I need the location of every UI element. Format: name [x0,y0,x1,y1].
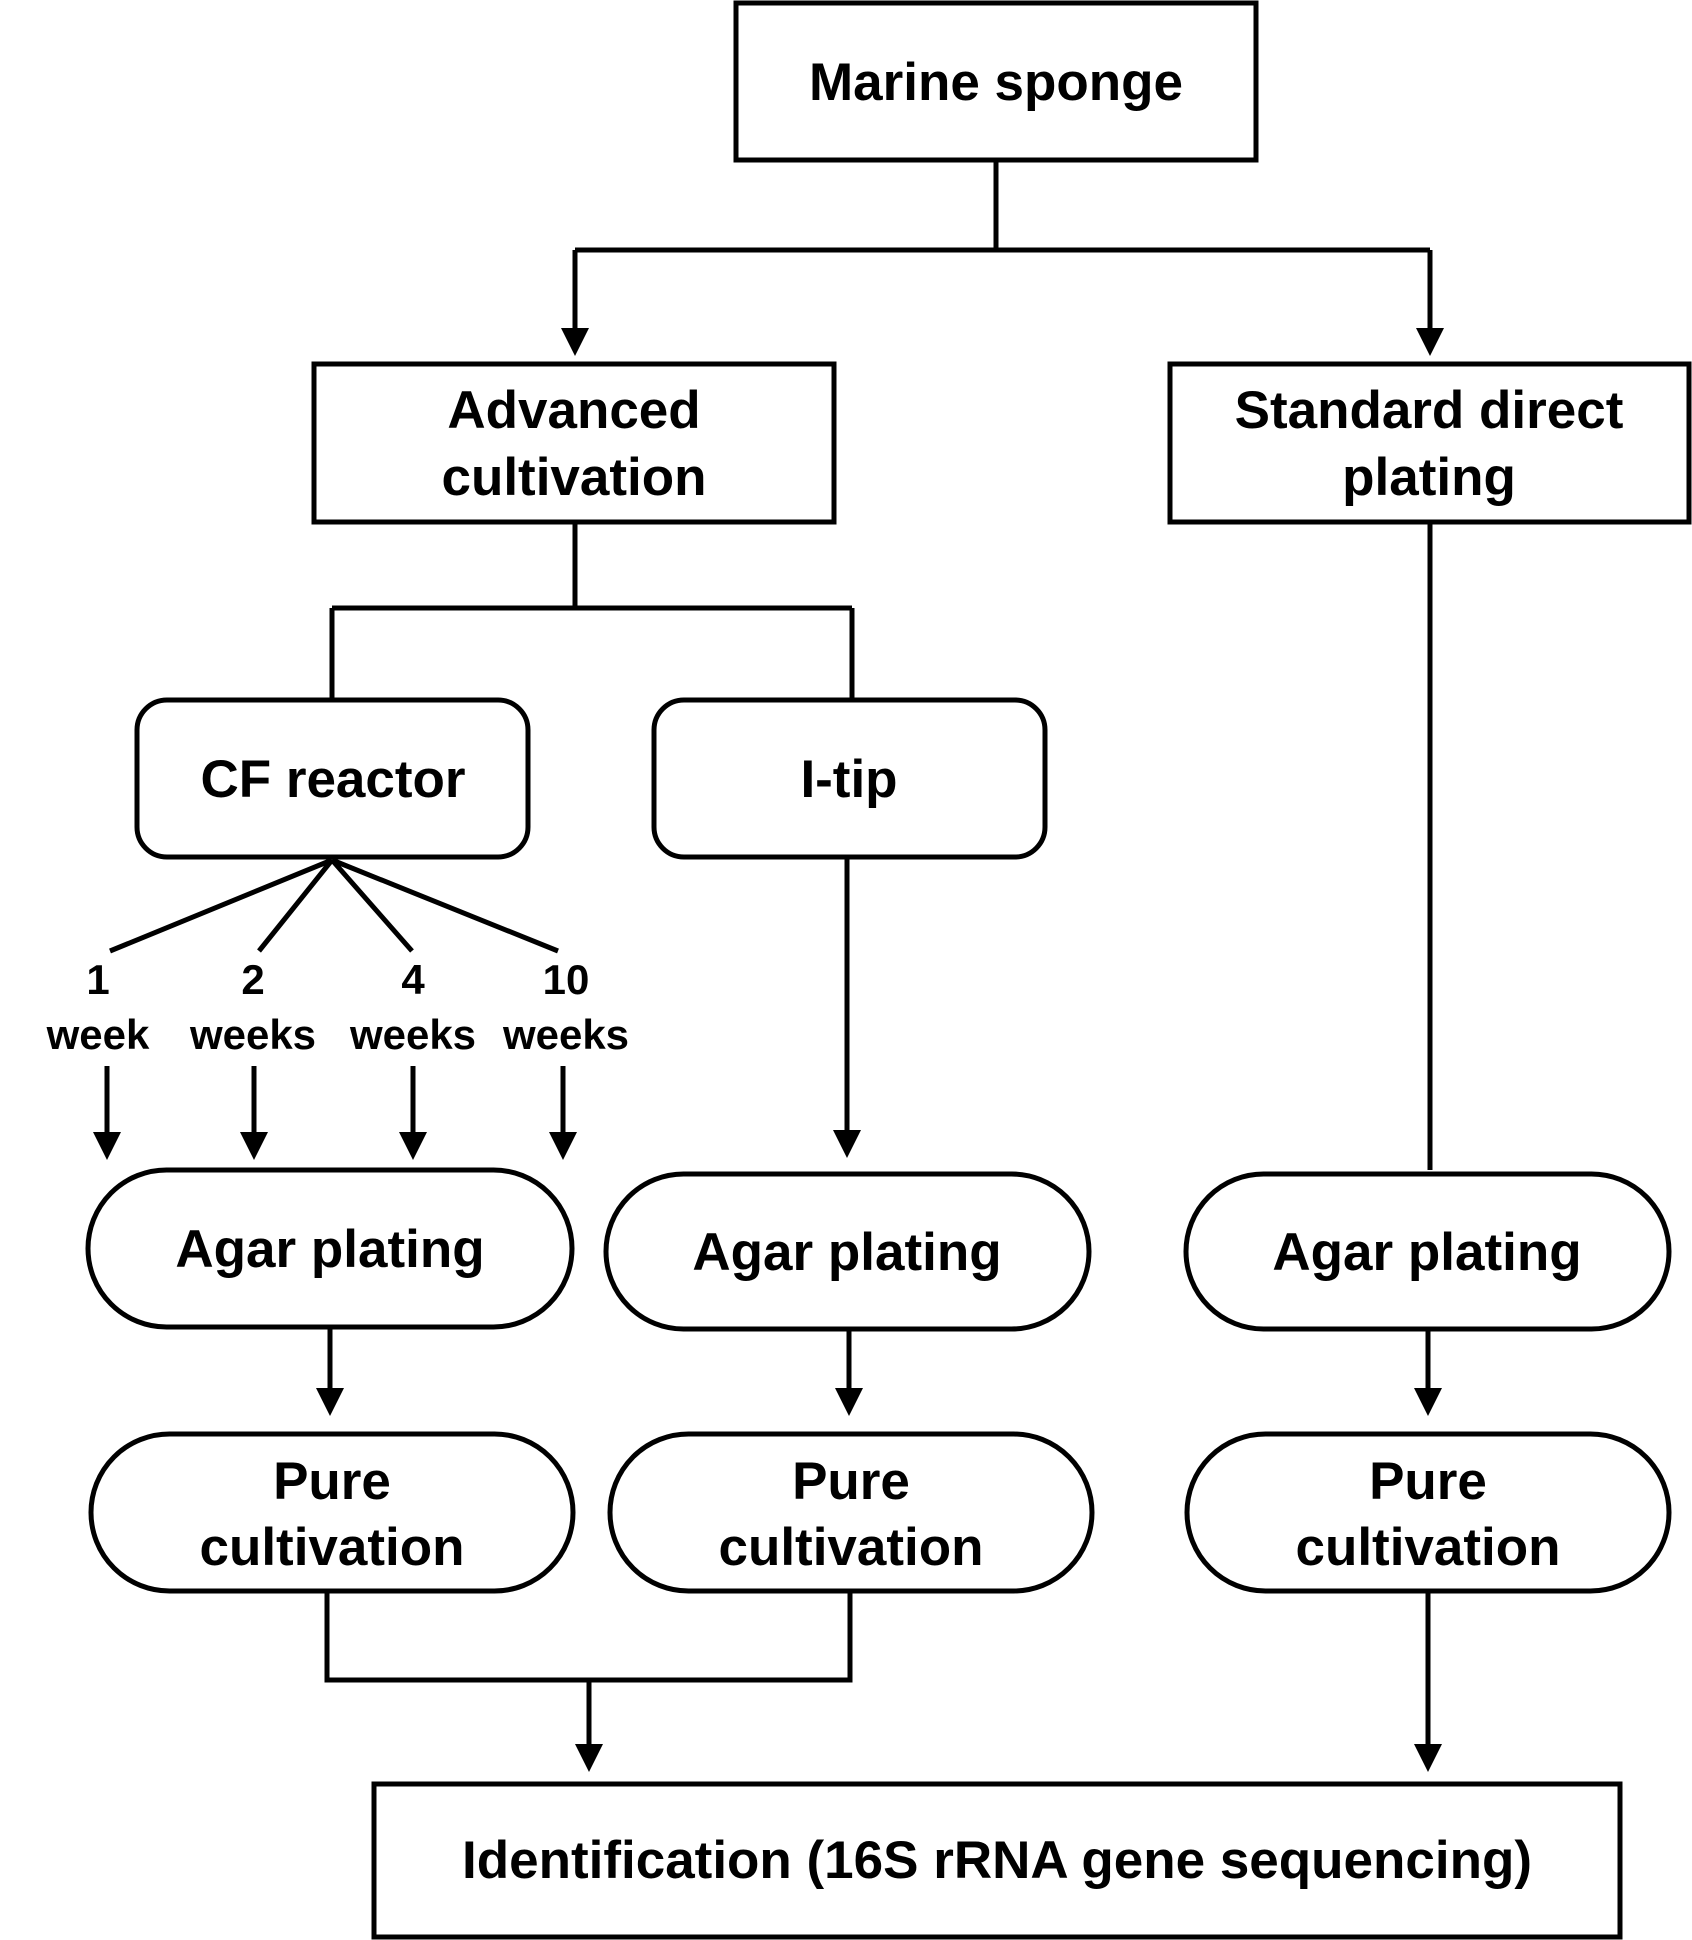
node-advanced-cultivation-line1: Advanced [447,381,700,440]
node-agar-plating-cf-label: Agar plating [175,1220,484,1279]
node-standard-direct-plating: Standard direct plating [1167,361,1692,525]
node-standard-direct-plating-line2: plating [1342,448,1516,507]
node-identification-label: Identification (16S rRNA gene sequencing… [462,1831,1532,1890]
timepoint-4-unit: weeks [349,1011,476,1058]
connectors [93,160,1444,1772]
node-pure-cultivation-cf-line2: cultivation [199,1518,464,1577]
node-agar-plating-cf: Agar plating [85,1167,575,1330]
timepoint-4-number: 4 [401,956,425,1003]
arrow-to-standard-direct-plating [1416,328,1444,356]
node-agar-plating-standard-label: Agar plating [1272,1223,1581,1282]
timepoint-10-unit: weeks [502,1011,629,1058]
node-cf-reactor-label: CF reactor [200,750,465,809]
timepoint-labels: 1 week 2 weeks 4 weeks 10 weeks [46,956,629,1058]
node-pure-cultivation-itip-line2: cultivation [718,1518,983,1577]
node-cf-reactor: CF reactor [134,697,531,860]
node-advanced-cultivation-line2: cultivation [441,448,706,507]
node-advanced-cultivation: Advanced cultivation [311,361,837,525]
node-pure-cultivation-itip: Pure cultivation [607,1431,1095,1594]
timepoint-10-number: 10 [543,956,590,1003]
node-pure-cultivation-standard-line1: Pure [1369,1452,1487,1511]
node-marine-sponge: Marine sponge [733,0,1259,163]
node-pure-cultivation-cf-line1: Pure [273,1452,391,1511]
node-identification: Identification (16S rRNA gene sequencing… [371,1781,1623,1940]
timepoint-2-number: 2 [241,956,264,1003]
node-pure-cultivation-itip-line1: Pure [792,1452,910,1511]
node-i-tip-label: I-tip [800,750,897,809]
arrow-to-advanced-cultivation [561,328,589,356]
node-marine-sponge-label: Marine sponge [809,53,1183,112]
timepoint-1-number: 1 [86,956,109,1003]
timepoint-1-unit: week [46,1011,150,1058]
node-i-tip: I-tip [651,697,1048,860]
node-pure-cultivation-cf: Pure cultivation [88,1431,576,1594]
node-agar-plating-standard: Agar plating [1183,1171,1672,1332]
node-pure-cultivation-standard: Pure cultivation [1184,1431,1672,1594]
timepoint-2-unit: weeks [189,1011,316,1058]
node-pure-cultivation-standard-line2: cultivation [1295,1518,1560,1577]
node-standard-direct-plating-line1: Standard direct [1235,381,1624,440]
node-agar-plating-itip: Agar plating [603,1171,1092,1332]
node-agar-plating-itip-label: Agar plating [692,1223,1001,1282]
